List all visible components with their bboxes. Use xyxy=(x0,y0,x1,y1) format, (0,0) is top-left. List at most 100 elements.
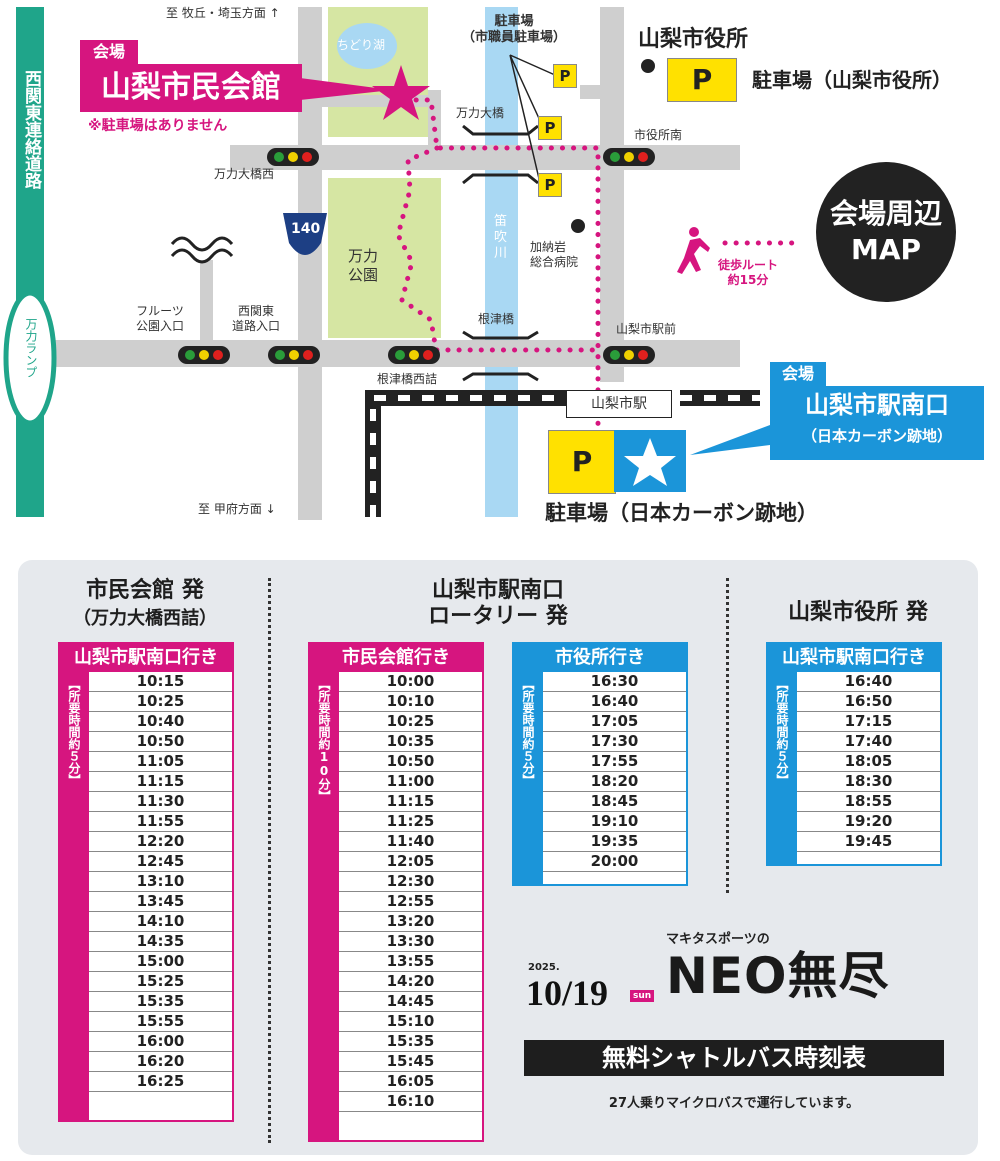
col3-title: 山梨市役所 発 xyxy=(788,600,928,625)
time-row: 16:00 xyxy=(89,1032,232,1052)
bus-note: 27人乗りマイクロバスで運行しています。 xyxy=(608,1096,860,1111)
time-row: 10:40 xyxy=(89,712,232,732)
to-south-label: 至 甲府方面 ↓ xyxy=(198,502,276,516)
time-row: 10:00 xyxy=(339,672,482,692)
city-hall-dot-icon xyxy=(641,59,655,73)
time-row: 11:30 xyxy=(89,792,232,812)
col2-title: 山梨市駅南口 ロータリー 発 xyxy=(428,578,568,629)
walking-person-icon xyxy=(677,227,710,274)
time-row: 15:00 xyxy=(89,952,232,972)
time-row: 12:55 xyxy=(339,892,482,912)
station-front-label: 山梨市駅前 xyxy=(616,322,677,336)
time-row: 14:20 xyxy=(339,972,482,992)
map-badge-label: 会場周辺 MAP xyxy=(829,197,942,266)
time-row: 11:25 xyxy=(339,812,482,832)
timetable-panel: 市民会館 発 （万力大橋西詰） 山梨市駅南口行き 【所要時間約５分】 10:15… xyxy=(18,560,978,1155)
col1-title: 市民会館 発 xyxy=(86,578,204,603)
time-row: 12:20 xyxy=(89,832,232,852)
time-row: 13:30 xyxy=(339,932,482,952)
road-v0 xyxy=(200,260,213,340)
col1-duration: 【所要時間約５分】 xyxy=(67,678,81,786)
traffic-lights xyxy=(178,148,655,364)
time-row: 10:10 xyxy=(339,692,482,712)
col2a-duration: 【所要時間約10分】 xyxy=(317,678,331,802)
time-row: 15:55 xyxy=(89,1012,232,1032)
time-row: 17:05 xyxy=(543,712,686,732)
map-badge-circle xyxy=(816,162,956,302)
event-logo: NEO無尽 xyxy=(666,947,890,1005)
manriki-park-label: 万力 公園 xyxy=(348,247,379,284)
venue2-star-icon xyxy=(624,438,676,486)
venue1-note: ※駐車場はありません xyxy=(88,118,228,134)
nishikanto-road-label: 西関東連絡道路 xyxy=(21,70,41,189)
carbon-parking-label: 駐車場（日本カーボン跡地） xyxy=(545,501,818,525)
time-row: 13:45 xyxy=(89,892,232,912)
time-row: 16:10 xyxy=(339,1092,482,1112)
time-row: 11:05 xyxy=(89,752,232,772)
time-row: 13:55 xyxy=(339,952,482,972)
road-stub xyxy=(580,85,600,99)
time-row: 10:50 xyxy=(339,752,482,772)
staff-parking-label: 駐車場 （市職員駐車場） xyxy=(462,14,567,46)
hospital-dot-icon xyxy=(571,219,585,233)
walking-route-line xyxy=(395,97,601,433)
time-row: 19:20 xyxy=(797,812,940,832)
manriki-park-area xyxy=(328,178,441,338)
column-separator-2 xyxy=(726,578,729,893)
time-row: 10:15 xyxy=(89,672,232,692)
river-label: 笛 吹 川 xyxy=(494,214,508,261)
to-north-label: 至 牧丘・埼玉方面 ↑ xyxy=(166,6,280,20)
time-row: 19:10 xyxy=(543,812,686,832)
city-hall-parking-label: 駐車場（山梨市役所） xyxy=(752,68,952,92)
parking-icon-2: P xyxy=(538,116,562,140)
manriki-bridge-west-label: 万力大橋西 xyxy=(214,167,275,181)
venue1-tag: 会場 xyxy=(80,40,138,64)
river-symbol xyxy=(170,236,234,252)
time-row: 10:25 xyxy=(89,692,232,712)
bridge-mark-manriki xyxy=(462,124,539,136)
map-graphics xyxy=(3,7,956,520)
col1-subtitle: （万力大橋西詰） xyxy=(73,608,217,629)
time-row: 15:10 xyxy=(339,1012,482,1032)
time-row: 17:30 xyxy=(543,732,686,752)
time-row: 18:20 xyxy=(543,772,686,792)
time-row: 18:05 xyxy=(797,752,940,772)
event-weekday: sun xyxy=(630,990,655,1002)
manriki-bridge-label: 万力大橋 xyxy=(456,106,505,120)
nishikanto-entrance-label: 西関東 道路入口 xyxy=(232,304,281,333)
pond-shape xyxy=(337,23,397,69)
event-date: 10/19 xyxy=(526,973,609,1013)
time-row: 16:25 xyxy=(89,1072,232,1092)
column-separator-1 xyxy=(268,578,271,1143)
venue1-star-icon xyxy=(372,65,430,120)
time-row: 15:45 xyxy=(339,1052,482,1072)
time-row: 18:30 xyxy=(797,772,940,792)
time-row: 19:35 xyxy=(543,832,686,852)
time-row: 17:15 xyxy=(797,712,940,732)
carbon-parking-icon: P xyxy=(548,430,616,494)
time-row: 11:15 xyxy=(339,792,482,812)
time-row: 14:45 xyxy=(339,992,482,1012)
nishikanto-road xyxy=(16,7,44,517)
city-hall-south-label: 市役所南 xyxy=(634,128,683,142)
time-row: 16:30 xyxy=(543,672,686,692)
time-row: 14:35 xyxy=(89,932,232,952)
route-140-label: 140 xyxy=(291,221,321,237)
time-row: 11:15 xyxy=(89,772,232,792)
time-row: 18:55 xyxy=(797,792,940,812)
fuefuki-river xyxy=(485,7,518,517)
hospital-label: 加納岩 総合病院 xyxy=(530,240,579,269)
time-row: 10:35 xyxy=(339,732,482,752)
fruits-park-label: フルーツ 公園入口 xyxy=(136,304,185,333)
col2b-duration: 【所要時間約５分】 xyxy=(521,678,535,786)
station-label: 山梨市駅 xyxy=(566,390,672,418)
time-row: 16:40 xyxy=(543,692,686,712)
time-row: 15:35 xyxy=(339,1032,482,1052)
shuttle-banner: 無料シャトルバス時刻表 xyxy=(524,1040,944,1076)
time-row: 12:05 xyxy=(339,852,482,872)
time-row: 16:20 xyxy=(89,1052,232,1072)
venue2-star-tile xyxy=(614,430,686,492)
time-row: 20:00 xyxy=(543,852,686,872)
